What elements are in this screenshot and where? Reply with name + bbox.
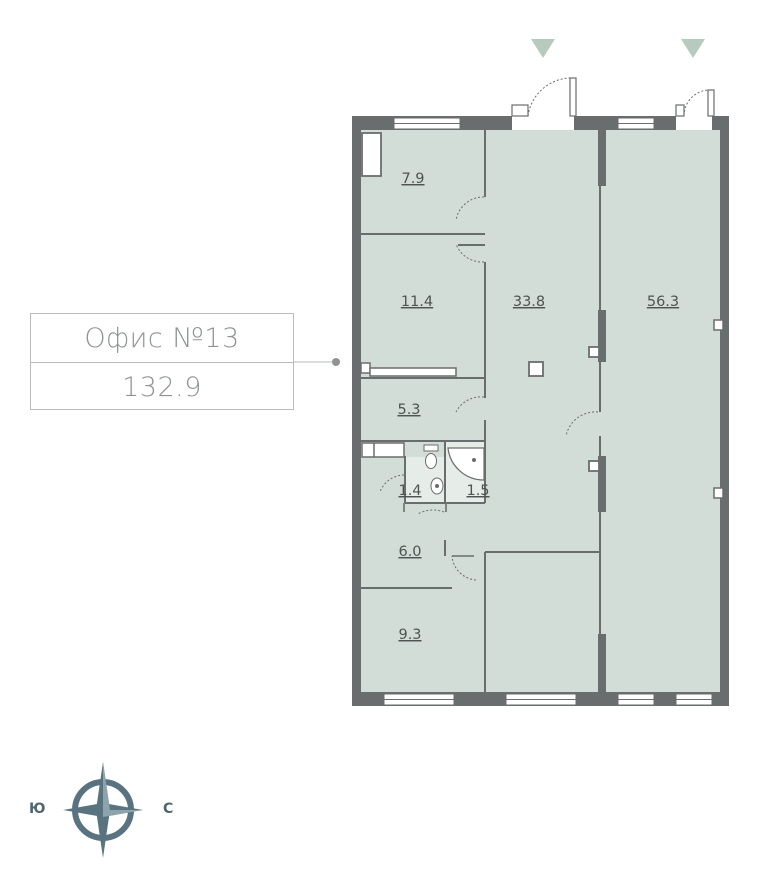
entrance-arrow-icon [531, 39, 555, 58]
shower-icon [447, 447, 485, 481]
room-area-label: 1.5 [466, 483, 489, 499]
entrance-doors [511, 77, 715, 117]
entrance-arrow-icon [681, 39, 705, 58]
room-area-label: 1.4 [398, 483, 421, 499]
compass-north-label: С [163, 801, 174, 817]
room-area-label: 33.8 [513, 294, 545, 310]
toilet-icon [423, 444, 439, 469]
office-label-box: Офис №13 132.9 [30, 313, 294, 410]
sink-icon [430, 477, 444, 495]
top-windows [393, 116, 712, 130]
door-leaves [403, 503, 474, 557]
room-area-label: 7.9 [401, 171, 424, 187]
room-area-label: 6.0 [398, 544, 421, 560]
compass-icon [63, 762, 143, 858]
leader-dot [332, 358, 340, 366]
columns [528, 346, 600, 472]
room-area-label: 9.3 [398, 627, 421, 643]
compass-south-label: Ю [29, 801, 46, 817]
cabinet [361, 132, 382, 177]
thick-wall-fragments [598, 130, 606, 692]
room-area-label: 56.3 [647, 294, 679, 310]
room-area-label: 11.4 [401, 294, 433, 310]
bench [369, 367, 457, 377]
floor-area [352, 116, 729, 706]
bottom-windows [383, 693, 713, 706]
office-name: Офис №13 [84, 322, 240, 354]
room-area-label: 5.3 [397, 402, 420, 418]
office-total-area: 132.9 [31, 362, 293, 411]
shelf [361, 442, 405, 458]
door-swings [379, 196, 599, 581]
